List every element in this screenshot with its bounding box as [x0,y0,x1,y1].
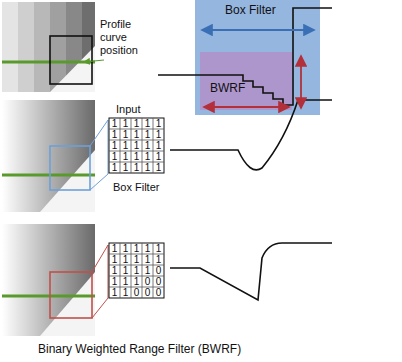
matrix-line [142,118,143,173]
matrix-cell: 1 [109,162,120,173]
matrix-cell: 1 [109,140,120,151]
bwrf-range-arrow [300,56,302,108]
gradient-image [2,224,108,336]
matrix-cell: 1 [131,118,142,129]
matrix-cell: 1 [153,254,164,265]
matrix-cell: 1 [131,243,142,254]
gradient-image [2,100,108,212]
matrix-line [142,243,143,298]
matrix-cell: 0 [153,265,164,276]
matrix-cell: 0 [153,276,164,287]
matrix-cell: 1 [153,129,164,140]
matrix-cell: 1 [142,151,153,162]
matrix-cell: 1 [109,151,120,162]
matrix-cell: 1 [120,254,131,265]
profile-curve [170,243,332,300]
row-label: Input [116,103,140,116]
matrix-cell: 1 [120,265,131,276]
matrix-line [131,118,132,173]
matrix-cell: 1 [120,276,131,287]
region-label: BWRF [210,82,245,95]
matrix-cell: 1 [131,140,142,151]
matrix-cell: 1 [142,243,153,254]
matrix-cell: 0 [142,276,153,287]
matrix-cell: 1 [120,129,131,140]
matrix-line [120,118,121,173]
matrix-cell: 0 [142,287,153,298]
matrix-cell: 1 [109,118,120,129]
matrix-grid [109,118,164,298]
matrix-cell: 1 [109,243,120,254]
matrix-line [153,243,154,298]
matrix-cell: 1 [153,151,164,162]
matrix-cell: 1 [120,140,131,151]
matrix-cell: 1 [109,129,120,140]
matrix-cell: 1 [153,118,164,129]
matrix-cell: 1 [131,276,142,287]
matrix-frame [109,118,164,173]
profile-curve [170,100,332,170]
bwrf-width-arrow [204,106,289,108]
matrix-cell: 1 [153,140,164,151]
matrix-line [120,243,121,298]
matrix-cell: 1 [142,254,153,265]
matrix-cell: 1 [120,151,131,162]
matrix-cell: 1 [153,243,164,254]
staircase-image [2,2,95,92]
matrix-cell: 0 [153,287,164,298]
leader-line [84,60,104,62]
matrix-cell: 1 [120,287,131,298]
matrix-cell: 1 [142,129,153,140]
matrix-line [153,118,154,173]
row-caption: Binary Weighted Range Filter (BWRF) [38,343,241,356]
matrix-cell: 1 [131,129,142,140]
matrix-cell: 1 [142,265,153,276]
matrix-cell: 1 [142,162,153,173]
matrix-cell: 1 [131,151,142,162]
annotation-label: Profile curve position [100,18,154,57]
matrix-cell: 1 [131,254,142,265]
matrix-cell: 1 [120,118,131,129]
region-label: Box Filter [225,4,276,17]
matrix-cell: 1 [109,254,120,265]
matrix-cell: 1 [120,243,131,254]
matrix-cell: 1 [109,276,120,287]
matrix-cell: 1 [109,287,120,298]
row-caption: Box Filter [113,181,159,194]
matrix-cell: 1 [120,162,131,173]
matrix-cell: 1 [131,265,142,276]
matrix-cell: 1 [131,162,142,173]
matrix-line [131,243,132,298]
matrix-cell: 1 [142,118,153,129]
box-width-arrow [202,29,314,31]
matrix-cell: 0 [131,287,142,298]
matrix-cell: 1 [109,265,120,276]
profile-curve [158,8,332,105]
matrix-frame [109,243,164,298]
matrix-cell: 1 [153,162,164,173]
matrix-cell: 1 [142,140,153,151]
